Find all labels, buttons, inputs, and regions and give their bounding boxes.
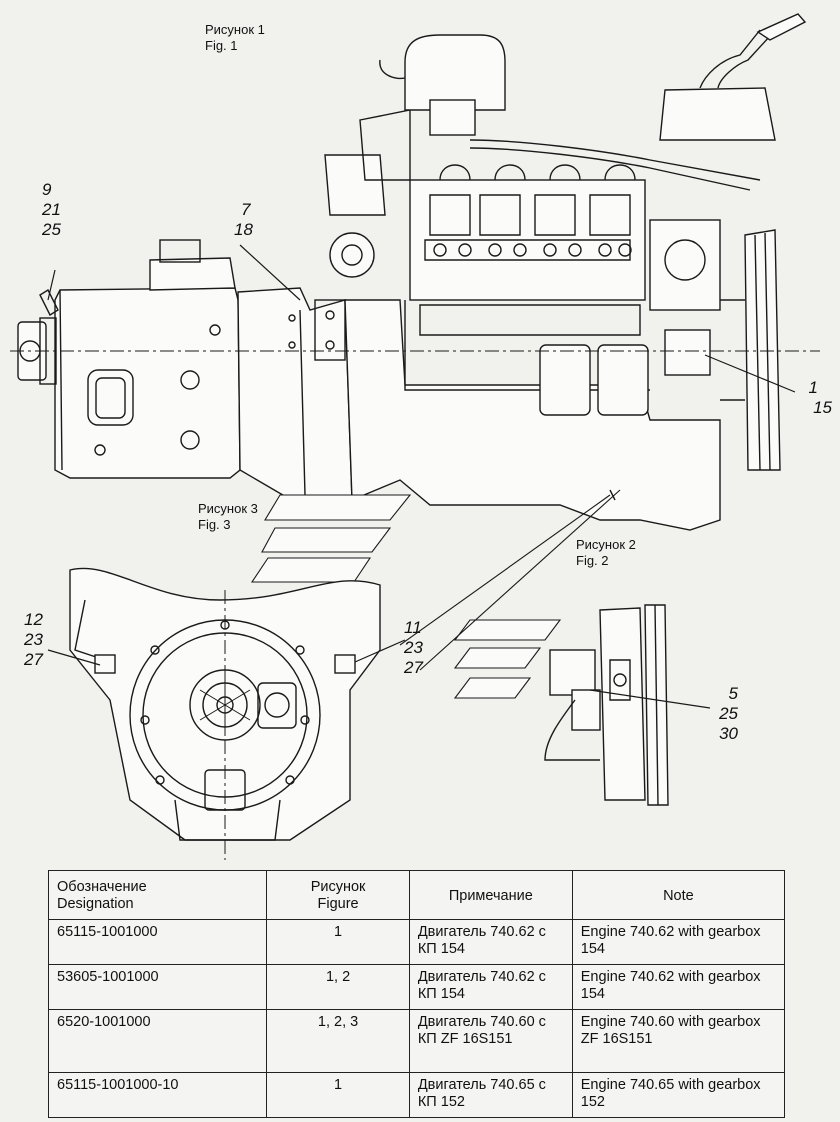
figure-1-leader-lines bbox=[47, 244, 796, 393]
callout-number: 30 bbox=[719, 724, 738, 743]
figure-2-detail-view bbox=[544, 604, 669, 806]
callout-number: 11 bbox=[404, 618, 422, 637]
header-designation-ru: Обозначение bbox=[57, 879, 147, 895]
cell-note-ru: Двигатель 740.60 с КП ZF 16S151 bbox=[408, 1009, 573, 1073]
header-designation: Обозначение Designation bbox=[47, 870, 268, 920]
table-row: 53605-1001000 1, 2 Двигатель 740.62 с КП… bbox=[47, 964, 786, 1010]
figure-3-caption-ru: Рисунок 3 bbox=[198, 501, 258, 516]
callout-9-21-25: 9 21 25 bbox=[42, 180, 61, 240]
callout-number: 23 bbox=[404, 638, 423, 657]
callout-11-23-27: 11 23 27 bbox=[404, 618, 423, 678]
callout-number: 27 bbox=[24, 650, 43, 669]
cell-figure: 1, 2 bbox=[266, 964, 410, 1010]
designation-table: Обозначение Designation Рисунок Figure П… bbox=[47, 870, 786, 1118]
cell-note-ru: Двигатель 740.62 с КП 154 bbox=[408, 919, 573, 965]
callout-number: 25 bbox=[719, 704, 738, 723]
cell-designation: 65115-1001000 bbox=[47, 919, 268, 965]
callout-number: 9 bbox=[42, 180, 52, 199]
view-connector-bands bbox=[250, 489, 621, 699]
cell-figure: 1, 2, 3 bbox=[266, 1009, 410, 1073]
callout-number: 7 bbox=[241, 200, 251, 219]
cell-note-ru: Двигатель 740.62 с КП 154 bbox=[408, 964, 573, 1010]
figure-2-leader-lines bbox=[589, 689, 711, 709]
header-figure-ru: Рисунок bbox=[310, 879, 366, 895]
callout-number: 25 bbox=[42, 220, 61, 239]
cell-designation: 6520-1001000 bbox=[47, 1009, 268, 1073]
cell-designation: 53605-1001000 bbox=[47, 964, 268, 1010]
figure-2-caption-ru: Рисунок 2 bbox=[576, 537, 636, 552]
cell-figure: 1 bbox=[266, 1072, 410, 1118]
callout-12-23-27: 12 23 27 bbox=[24, 610, 43, 670]
cell-note-en: Engine 740.62 with gearbox 154 bbox=[571, 919, 786, 965]
figure-2-caption: Рисунок 2 Fig. 2 bbox=[576, 537, 636, 569]
callout-7-18: 7 18 bbox=[234, 200, 253, 240]
figure-3-caption: Рисунок 3 Fig. 3 bbox=[198, 501, 258, 533]
header-designation-en: Designation bbox=[57, 896, 134, 912]
figure-3-rear-view bbox=[69, 567, 381, 860]
callout-number: 15 bbox=[813, 398, 832, 417]
figure-3-leader-lines bbox=[47, 639, 406, 666]
callout-number: 23 bbox=[24, 630, 43, 649]
figure-1-caption-ru: Рисунок 1 bbox=[205, 22, 265, 37]
cell-note-en: Engine 740.62 with gearbox 154 bbox=[571, 964, 786, 1010]
figure-1-engine-side-view bbox=[10, 13, 820, 531]
figure-3-caption-en: Fig. 3 bbox=[198, 517, 231, 532]
figure-1-caption-en: Fig. 1 bbox=[205, 38, 238, 53]
callout-number: 27 bbox=[404, 658, 423, 677]
cell-note-ru: Двигатель 740.65 с КП 152 bbox=[408, 1072, 573, 1118]
header-figure-en: Figure bbox=[317, 896, 359, 912]
header-note-ru: Примечание bbox=[408, 870, 573, 920]
callout-number: 5 bbox=[728, 684, 738, 703]
figure-2-caption-en: Fig. 2 bbox=[576, 553, 609, 568]
header-figure: Рисунок Figure bbox=[266, 870, 410, 920]
callout-number: 1 bbox=[808, 378, 818, 397]
table-row: 65115-1001000 1 Двигатель 740.62 с КП 15… bbox=[47, 919, 786, 965]
engine-assembly-drawing bbox=[10, 13, 820, 860]
cell-note-en: Engine 740.60 with gearbox ZF 16S151 bbox=[571, 1009, 786, 1073]
header-note-ru-label: Примечание bbox=[448, 887, 533, 904]
callout-number: 18 bbox=[234, 220, 253, 239]
cell-note-en: Engine 740.65 with gearbox 152 bbox=[571, 1072, 786, 1118]
header-note-en: Note bbox=[571, 870, 786, 920]
callout-number: 21 bbox=[42, 200, 61, 219]
cell-designation: 65115-1001000-10 bbox=[47, 1072, 268, 1118]
callout-number: 12 bbox=[24, 610, 43, 629]
figure-1-caption: Рисунок 1 Fig. 1 bbox=[205, 22, 265, 54]
cell-figure: 1 bbox=[266, 919, 410, 965]
table-header-row: Обозначение Designation Рисунок Figure П… bbox=[47, 870, 786, 920]
callout-1-15: 1 15 bbox=[800, 378, 832, 418]
callout-5-25-30: 5 25 30 bbox=[702, 684, 738, 744]
table-row: 65115-1001000-10 1 Двигатель 740.65 с КП… bbox=[47, 1072, 786, 1118]
table-row: 6520-1001000 1, 2, 3 Двигатель 740.60 с … bbox=[47, 1009, 786, 1073]
header-note-en-label: Note bbox=[663, 887, 694, 904]
